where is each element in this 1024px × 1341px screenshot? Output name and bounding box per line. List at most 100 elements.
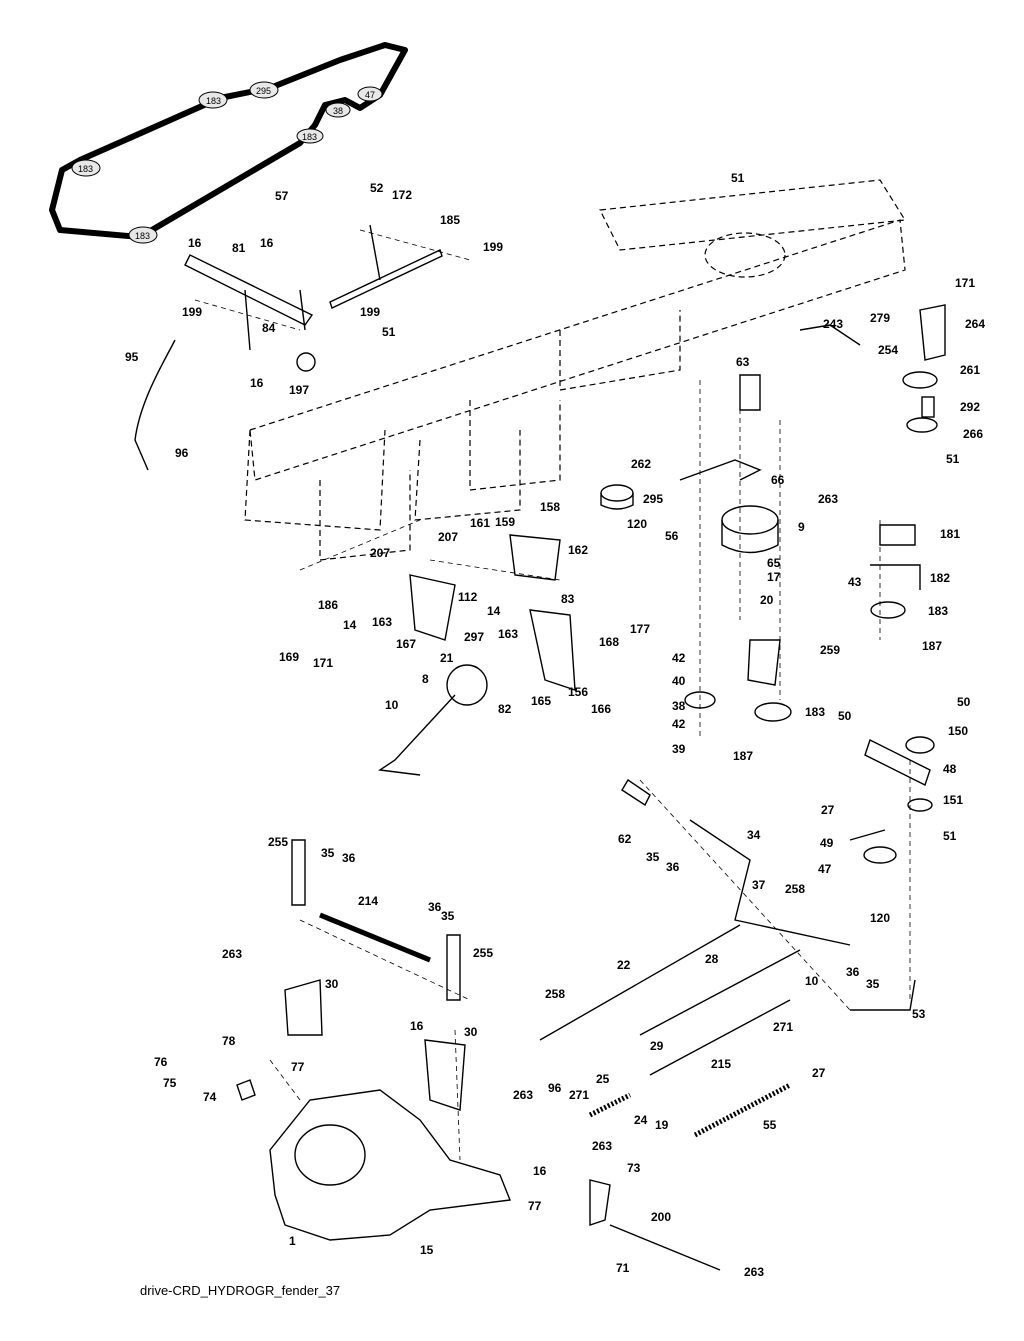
part-callout: 74: [203, 1090, 217, 1104]
part-callout: 83: [561, 592, 575, 606]
diagram-caption: drive-CRD_HYDROGR_fender_37: [140, 1283, 341, 1298]
part-callout: 30: [325, 977, 339, 991]
part-callout: 156: [568, 685, 588, 699]
part-callout: 169: [279, 650, 299, 664]
part-callout: 22: [617, 958, 631, 972]
part-callout: 40: [672, 674, 686, 688]
belt-pulley-markers: [71, 81, 383, 244]
part-callout: 15: [420, 1243, 434, 1257]
part-callout: 48: [943, 762, 957, 776]
part-callout: 96: [548, 1081, 562, 1095]
part-callout: 24: [634, 1113, 648, 1127]
part-callout: 295: [643, 492, 663, 506]
part-callout: 53: [912, 1007, 926, 1021]
part-callout: 16: [250, 376, 264, 390]
part-callout: 199: [483, 240, 503, 254]
part-callout: 263: [222, 947, 242, 961]
part-callout: 65: [767, 556, 781, 570]
part-callout: 71: [616, 1261, 630, 1275]
part-callout: 10: [805, 974, 819, 988]
part-callout: 199: [360, 305, 380, 319]
part-callout: 271: [773, 1020, 793, 1034]
part-callout: 262: [631, 457, 651, 471]
part-callout: 42: [672, 717, 686, 731]
part-callout: 166: [591, 702, 611, 716]
part-callout: 78: [222, 1034, 236, 1048]
belt-label: 183: [302, 132, 317, 142]
part-callout: 35: [866, 977, 880, 991]
part-callout: 263: [818, 492, 838, 506]
part-callout: 77: [291, 1060, 305, 1074]
part-callout: 207: [370, 546, 390, 560]
belt-label: 38: [333, 106, 343, 116]
part-callout: 28: [705, 952, 719, 966]
part-callout: 14: [343, 618, 357, 632]
part-callout: 16: [188, 236, 202, 250]
part-callout: 39: [672, 742, 686, 756]
part-callout: 42: [672, 651, 686, 665]
part-callout: 10: [385, 698, 399, 712]
part-callout: 263: [513, 1088, 533, 1102]
part-callout: 182: [930, 571, 950, 585]
part-callout: 259: [820, 643, 840, 657]
part-callout: 171: [313, 656, 333, 670]
part-callout: 292: [960, 400, 980, 414]
frame: [244, 179, 907, 561]
part-callout: 181: [940, 527, 960, 541]
part-callout: 62: [618, 832, 632, 846]
part-callout: 185: [440, 213, 460, 227]
part-callout: 168: [599, 635, 619, 649]
callouts: 57 52 172 185 199 16 81 16 199 84 199 51…: [125, 171, 985, 1279]
part-callout: 51: [382, 325, 396, 339]
part-callout: 43: [848, 575, 862, 589]
part-callout: 14: [487, 604, 501, 618]
part-callout: 73: [627, 1161, 641, 1175]
part-callout: 167: [396, 637, 416, 651]
part-callout: 200: [651, 1210, 671, 1224]
part-callout: 214: [358, 894, 378, 908]
part-callout: 186: [318, 598, 338, 612]
part-callout: 36: [428, 900, 442, 914]
part-callout: 161: [470, 516, 490, 530]
part-callout: 279: [870, 311, 890, 325]
part-callout: 297: [464, 630, 484, 644]
part-callout: 36: [666, 860, 680, 874]
part-callout: 19: [655, 1118, 669, 1132]
part-callout: 264: [965, 317, 985, 331]
part-callout: 183: [928, 604, 948, 618]
part-callout: 150: [948, 724, 968, 738]
part-callout: 261: [960, 363, 980, 377]
part-callout: 27: [821, 803, 835, 817]
belt-label: 47: [365, 90, 375, 100]
part-callout: 35: [321, 846, 335, 860]
part-callout: 183: [805, 705, 825, 719]
part-callout: 255: [473, 946, 493, 960]
part-callout: 50: [838, 709, 852, 723]
part-callout: 17: [767, 570, 781, 584]
part-callout: 187: [733, 749, 753, 763]
part-callout: 16: [410, 1019, 424, 1033]
part-callout: 215: [711, 1057, 731, 1071]
part-callout: 112: [458, 590, 478, 604]
part-callout: 51: [946, 452, 960, 466]
part-callout: 96: [175, 446, 189, 460]
belt-label: 183: [135, 231, 150, 241]
part-callout: 120: [627, 517, 647, 531]
part-callout: 263: [592, 1139, 612, 1153]
belt-label: 183: [206, 96, 221, 106]
belt-labels: 183 295 47 38 183 183 183: [78, 86, 375, 241]
part-callout: 165: [531, 694, 551, 708]
part-callout: 151: [943, 793, 963, 807]
belt-label: 183: [78, 164, 93, 174]
part-callout: 50: [957, 695, 971, 709]
part-callout: 37: [752, 878, 766, 892]
part-callout: 16: [533, 1164, 547, 1178]
part-callout: 49: [820, 836, 834, 850]
part-callout: 9: [798, 520, 805, 534]
part-callout: 258: [545, 987, 565, 1001]
part-callout: 171: [955, 276, 975, 290]
part-callout: 25: [596, 1072, 610, 1086]
part-callout: 51: [943, 829, 957, 843]
part-callout: 76: [154, 1055, 168, 1069]
